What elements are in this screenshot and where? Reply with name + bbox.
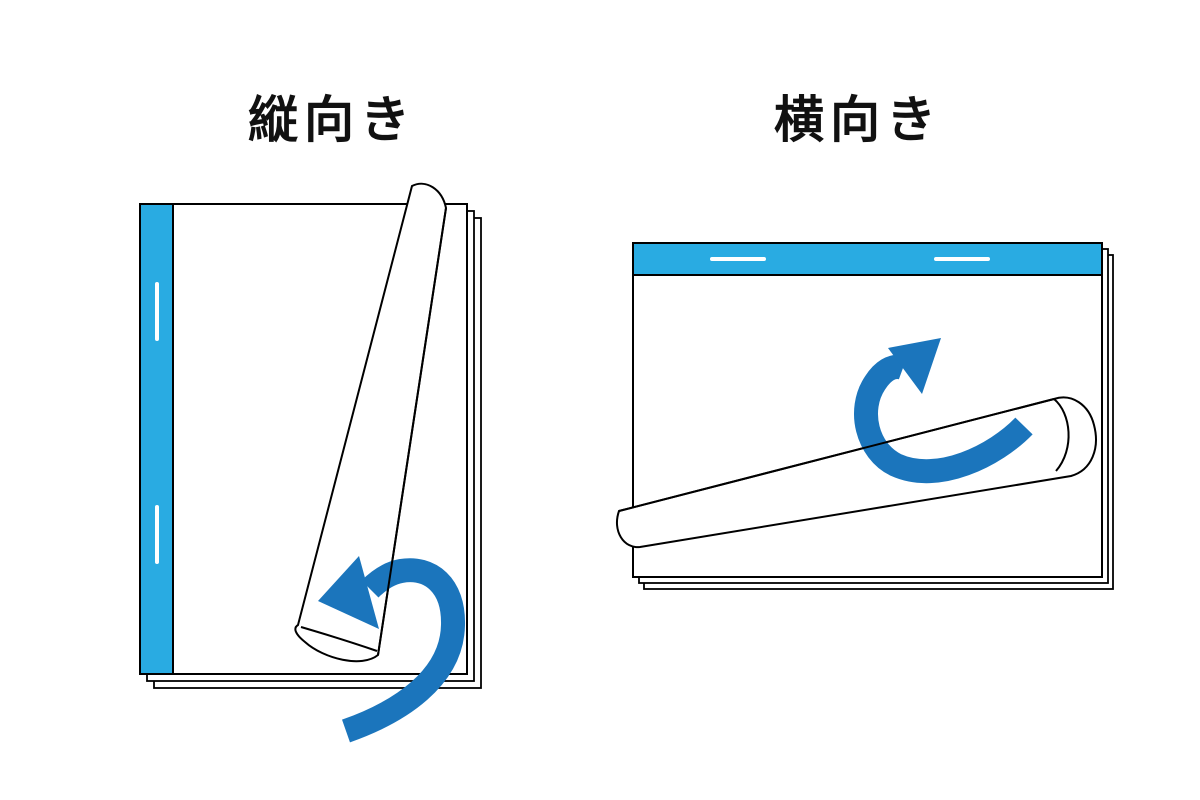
landscape-turning-page (616, 396, 1097, 549)
landscape-turn-arrow-head-icon (888, 338, 941, 394)
portrait-turning-page-edge-overlay (377, 207, 447, 656)
portrait-page-curl-icon (300, 626, 378, 652)
landscape-turning-page-edge-overlay (618, 398, 1055, 512)
landscape-binding-strip (632, 242, 1103, 276)
portrait-binding-strip (139, 203, 174, 675)
landscape-notepad (616, 242, 1114, 590)
portrait-turn-arrow-head-icon (318, 556, 379, 629)
landscape-figure-title: 横向き (774, 91, 942, 149)
portrait-figure-title: 縦向き (248, 91, 416, 149)
landscape-turn-arrow-curve-icon (854, 355, 1033, 484)
landscape-page-curl-icon (1053, 398, 1070, 472)
portrait-notepad (139, 182, 482, 743)
portrait-turning-page (294, 182, 448, 663)
